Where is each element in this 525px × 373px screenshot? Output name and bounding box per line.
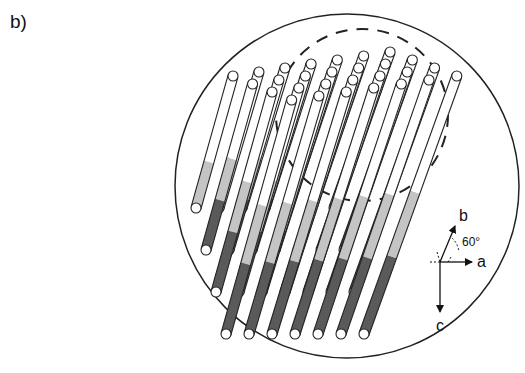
rod-end [221,329,231,339]
rod-top [407,55,417,65]
rod-body [387,190,420,258]
rod-body [314,197,343,262]
rod-end [359,329,369,339]
rod-body [290,199,318,262]
rod-body [265,202,292,264]
rod-end [290,329,300,339]
rod-top [452,71,462,81]
rod-top [359,51,369,61]
axis-label: c [436,318,444,334]
rod-body [410,74,461,193]
rod-top [375,71,385,81]
rod-body [241,204,267,265]
panel-label: b) [10,12,27,31]
angle-label: 60° [462,236,480,248]
rod-end [313,329,323,339]
rod-edge [323,86,406,336]
rod-top [396,79,406,89]
rod-top [267,87,277,97]
rod-end [191,203,201,213]
rod-edge [346,82,434,336]
rod-edge [211,91,267,291]
rod-end [244,329,254,339]
rod-body [215,157,236,201]
rod-top [306,59,316,69]
rod-end [201,245,211,255]
rod-edge [359,74,452,332]
rod-top [228,71,238,81]
rod-top [424,75,434,85]
rod-edge [277,93,351,335]
rod-top [354,63,364,73]
rod-top [369,83,379,93]
rod-end [336,329,346,339]
rod-top [287,95,297,105]
axis-label: b [459,208,468,224]
rod-top [280,63,290,73]
rod-end [267,329,277,339]
rod-top [430,63,440,73]
rod-top [402,67,412,77]
axis-label: a [477,254,486,270]
rod-body [211,231,237,294]
rod-body [359,255,396,336]
rod-top [274,75,284,85]
rod-top [294,83,304,93]
rod-top [300,71,310,81]
rod-edge [300,90,379,336]
rod-top [327,67,337,77]
rod-array [191,47,462,339]
rod-top [314,91,324,101]
rod-top [380,59,390,69]
rod-top [348,75,358,85]
rod-end [211,287,221,297]
rod-top [332,55,342,65]
rod-edge [369,78,462,336]
outer-circle [175,14,519,358]
rod-top [321,79,331,89]
rod-top [341,87,351,97]
rod-top [254,67,264,77]
rod-top [385,47,395,57]
rod-top [248,79,258,89]
rod-body [385,78,434,196]
